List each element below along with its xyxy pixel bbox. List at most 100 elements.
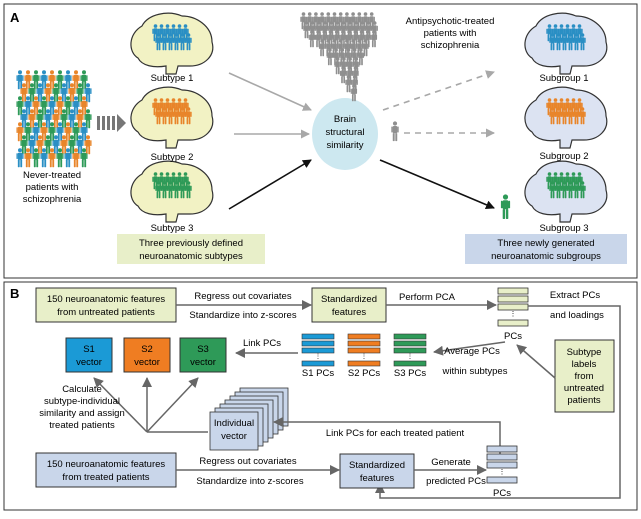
svg-text:patients with: patients with [424, 28, 477, 39]
subgroup-2-label: Subgroup 2 [539, 151, 588, 162]
individual-vector-page [209, 411, 259, 451]
svg-text:vector: vector [134, 357, 160, 368]
flow-arrow-icon [97, 114, 126, 132]
and-loadings-label: and loadings [550, 310, 604, 321]
standardize-label-2: Standardize into z-scores [196, 476, 303, 487]
svg-text:150 neuroanatomic features: 150 neuroanatomic features [47, 459, 166, 470]
subtype-1-label: Subtype 1 [151, 73, 194, 84]
svg-text:Never-treated: Never-treated [23, 170, 81, 181]
svg-text:features: features [360, 473, 395, 484]
subgroups-box-text: Three newly generated neuroanatomic subg… [491, 238, 601, 262]
similarity-label: Brain structural similarity [325, 114, 364, 151]
panel-a-frame [3, 3, 638, 279]
individual-vector-label: Individual vector [214, 418, 254, 442]
subtype3-arrow [228, 159, 312, 210]
standardize-label-1: Standardize into z-scores [189, 310, 296, 321]
subgroup-1-brain [524, 12, 608, 75]
svg-text:⋮: ⋮ [407, 354, 413, 360]
svg-text:Standardized: Standardized [349, 460, 405, 471]
vector-labels: S1 vector S2 vector S3 vector [76, 344, 216, 368]
subtype1-arrow [228, 72, 312, 111]
panel-b-label: B [10, 286, 19, 301]
treated-features-text: 150 neuroanatomic features from treated … [47, 459, 166, 483]
subgroup-2-brain [524, 86, 608, 149]
perform-pca-label: Perform PCA [399, 292, 456, 303]
calculate-label: Calculate subtype-individual similarity … [39, 384, 125, 431]
average-pcs-arrow [433, 341, 506, 356]
svg-text:S3: S3 [197, 344, 209, 355]
pc-stack-s2: ⋮ [347, 333, 381, 367]
svg-text:structural: structural [325, 127, 364, 138]
svg-text:from: from [575, 371, 594, 382]
svg-text:⋮: ⋮ [510, 311, 517, 318]
labels-arrow [516, 344, 556, 379]
untreated-features-text: 150 neuroanatomic features from untreate… [47, 294, 166, 318]
svg-text:patients: patients [567, 395, 601, 406]
svg-text:S2 PCs: S2 PCs [348, 368, 380, 379]
subgroup3-person-icon [500, 194, 511, 219]
svg-text:treated patients: treated patients [49, 420, 115, 431]
svg-text:S1 PCs: S1 PCs [302, 368, 334, 379]
treated-caption: Antipsychotic-treated patients with schi… [406, 16, 495, 51]
standardized-features-text-1: Standardized features [321, 294, 377, 318]
within-subtypes-label: within subtypes [442, 366, 508, 377]
subgroup-3-label: Subgroup 3 [539, 223, 588, 234]
svg-text:⋮: ⋮ [361, 354, 367, 360]
svg-text:vector: vector [221, 431, 247, 442]
generate-label: Generate [431, 457, 471, 468]
extract-pcs-label: Extract PCs [550, 290, 600, 301]
svg-text:Calculate: Calculate [62, 384, 102, 395]
svg-text:schizophrenia: schizophrenia [23, 194, 82, 205]
predicted-pcs-label: predicted PCs [426, 476, 486, 487]
pcs-label-1: PCs [504, 331, 522, 342]
subgroup-labels: Subgroup 1 Subgroup 2 Subgroup 3 [539, 73, 588, 234]
subgroup-1-label: Subgroup 1 [539, 73, 588, 84]
untreated-caption: Never-treated patients with schizophreni… [23, 170, 82, 205]
individual-vector-stack [209, 387, 289, 451]
svg-text:from untreated patients: from untreated patients [57, 307, 155, 318]
subgroup1-arrow [382, 70, 495, 111]
pc-stack-s1: ⋮ [301, 333, 335, 367]
loadings-arrow [375, 305, 621, 499]
subtypes-box [117, 234, 265, 264]
svg-text:S3 PCs: S3 PCs [394, 368, 426, 379]
pc-stack-untreated: ⋮ [497, 287, 529, 327]
subtype-pcs-labels: S1 PCs S2 PCs S3 PCs [302, 368, 426, 379]
pcs-label-2: PCs [493, 488, 511, 499]
pc-stack-treated: ⋮ [486, 445, 518, 484]
svg-text:vector: vector [76, 357, 102, 368]
average-pcs-label: Average PCs [444, 346, 500, 357]
subgroup3-arrow [379, 159, 495, 210]
svg-text:S2: S2 [141, 344, 153, 355]
s2-vector-box [123, 337, 171, 373]
treated-crowd [300, 12, 378, 102]
regress-label-2: Regress out covariates [199, 456, 296, 467]
svg-text:similarity and assign: similarity and assign [39, 408, 125, 419]
svg-text:⋮: ⋮ [499, 469, 506, 476]
svg-text:Three newly generated: Three newly generated [497, 238, 594, 249]
subtype-2-label: Subtype 2 [151, 152, 194, 163]
untreated-crowd [16, 70, 92, 168]
subtype-labels: Subtype 1 Subtype 2 Subtype 3 [151, 73, 194, 234]
standardized-features-box-2 [339, 453, 415, 489]
subtype-3-label: Subtype 3 [151, 223, 194, 234]
s3-vector-box [179, 337, 227, 373]
similarity-circle [312, 98, 378, 170]
svg-text:Subtype: Subtype [567, 347, 602, 358]
pc-stack-s3: ⋮ [393, 333, 427, 367]
svg-text:neuroanatomic subtypes: neuroanatomic subtypes [139, 251, 243, 262]
subtype-2-brain [130, 86, 214, 149]
standardized-features-box-1 [311, 287, 387, 323]
svg-text:patients with: patients with [26, 182, 79, 193]
svg-text:Antipsychotic-treated: Antipsychotic-treated [406, 16, 495, 27]
subtype-brains [130, 12, 214, 223]
svg-text:vector: vector [190, 357, 216, 368]
subgroup-3-brain [524, 160, 608, 223]
subtype-labels-box [554, 339, 615, 413]
subgroup-brains [524, 12, 608, 223]
svg-text:labels: labels [572, 359, 597, 370]
subtype-3-brain [130, 160, 214, 223]
subgroups-box [465, 234, 627, 264]
svg-text:150 neuroanatomic features: 150 neuroanatomic features [47, 294, 166, 305]
